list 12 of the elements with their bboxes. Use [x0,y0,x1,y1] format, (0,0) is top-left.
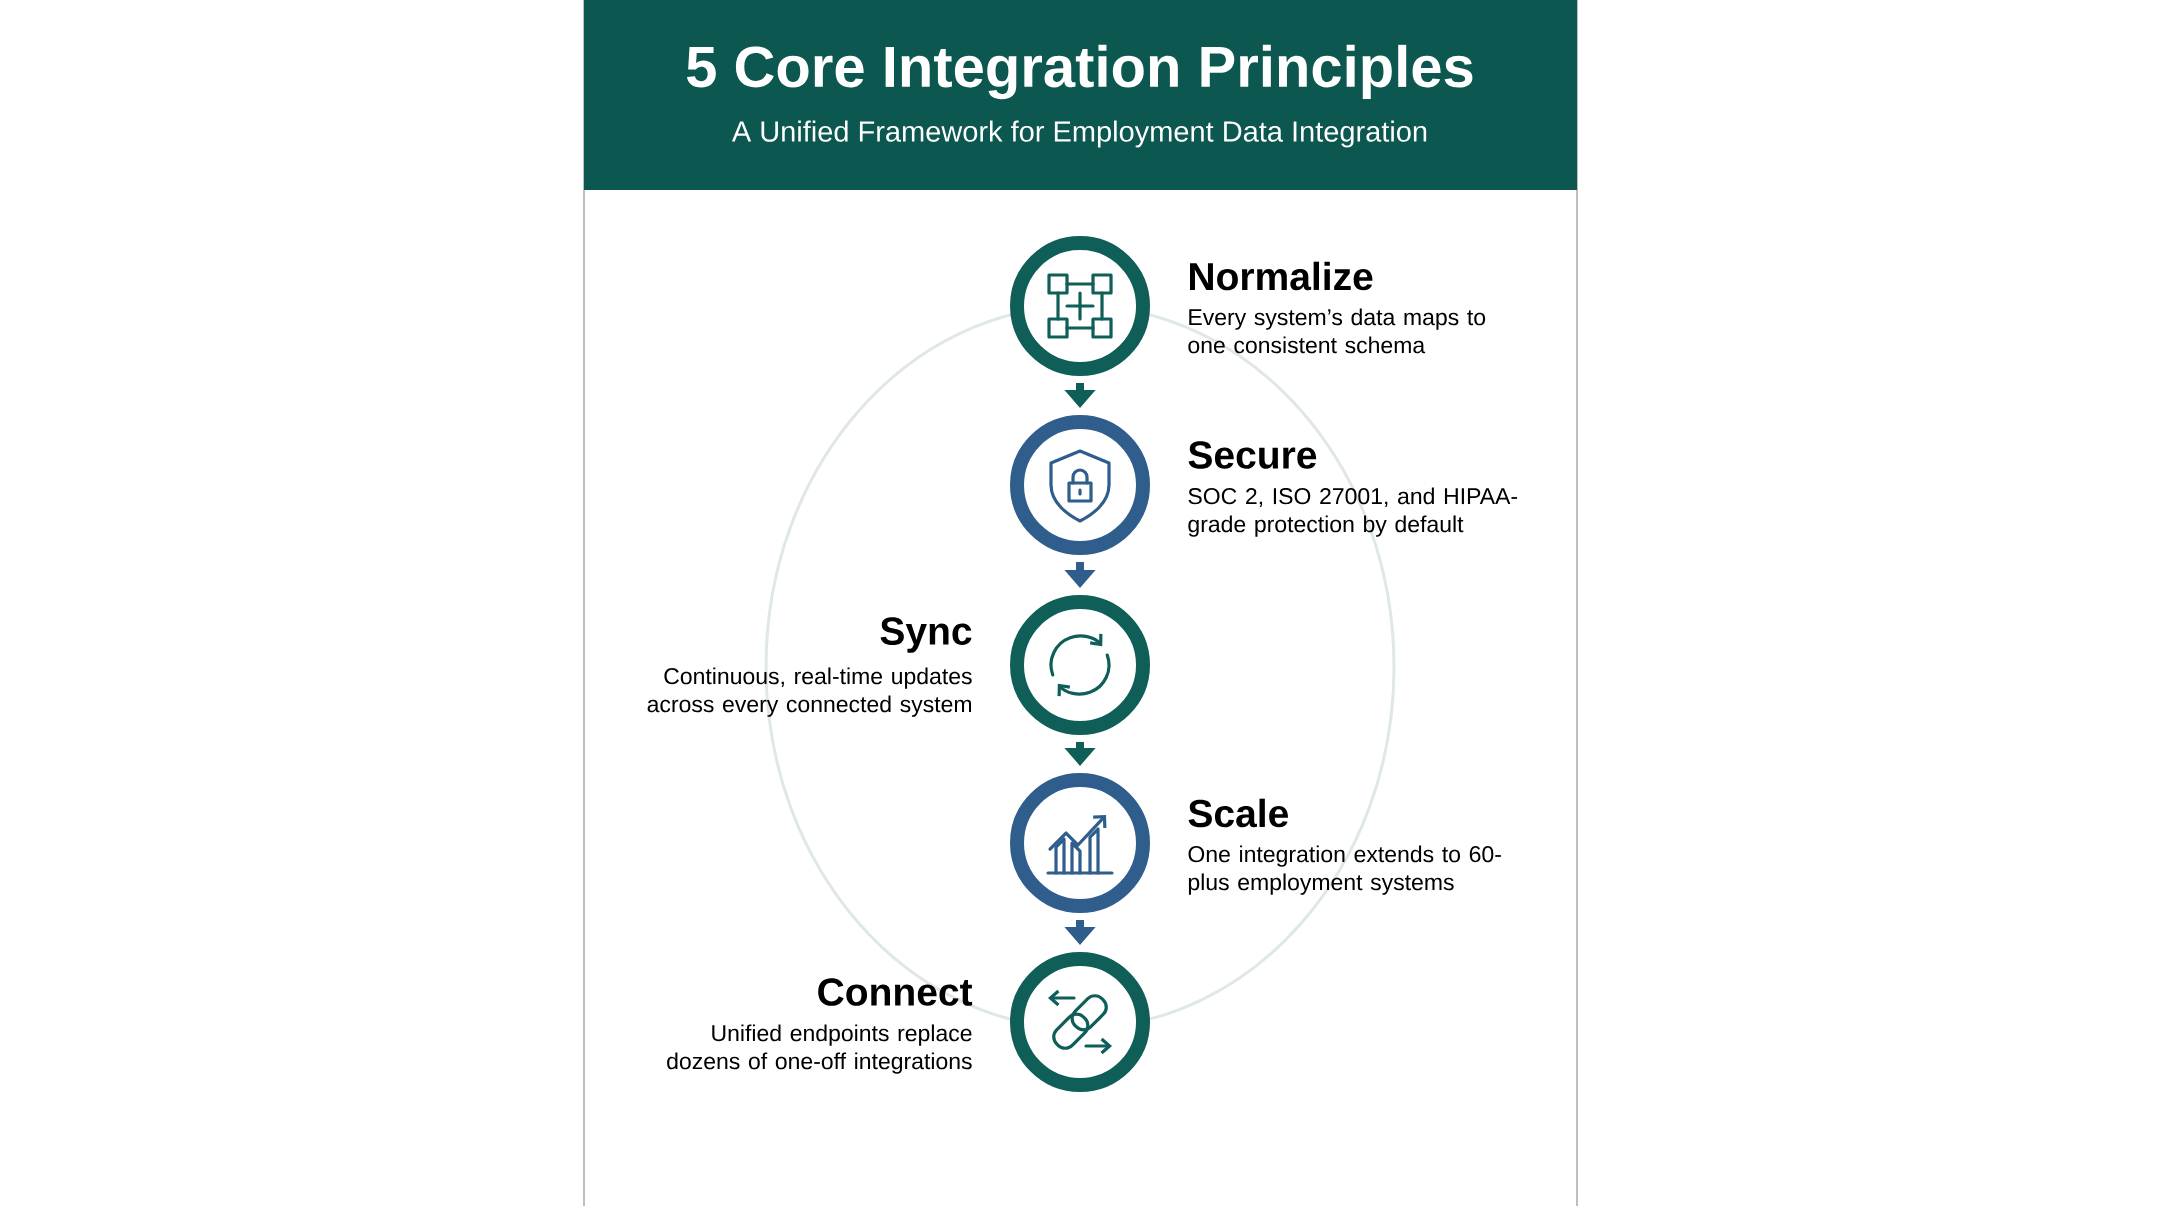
step-heading: Secure [1188,441,1317,469]
step-description: One integration extends to 60-plus employment systems [1188,845,1501,895]
step-description: Continuous, real-time updates across every connected system [647,667,972,717]
step-description: SOC 2, ISO 27001, and HIPAA-grade protection by default [1188,487,1518,537]
step-heading: Sync [880,617,972,653]
title: 5 Core Integration Principles [687,44,1473,100]
step-heading: Scale [1188,798,1288,828]
step-heading: Connect [818,978,973,1006]
subtitle: A Unified Framework for Employment Data Integration [731,120,1427,148]
step-description: Every system’s data maps to one consistent schema [1188,308,1486,354]
step-heading: Normalize [1190,261,1373,291]
step-description: Unified endpoints replace dozens of one-off integrations [667,1024,972,1074]
